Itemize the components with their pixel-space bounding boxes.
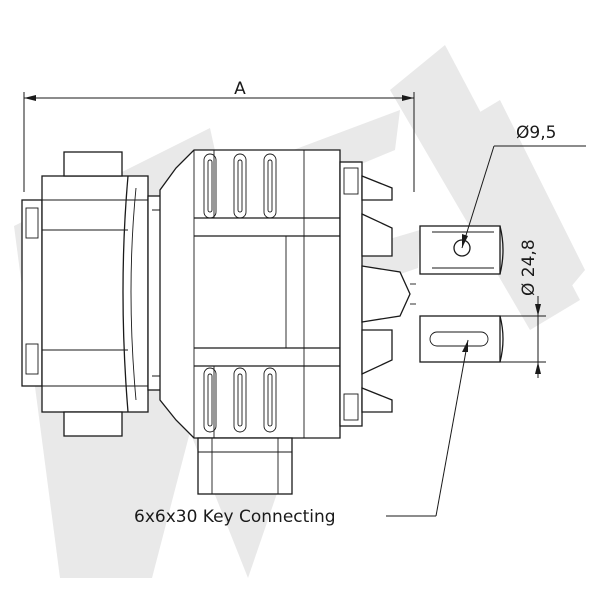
key-annotation-label: 6x6x30 Key Connecting (134, 507, 336, 527)
mounting-flange (21, 151, 149, 437)
hole-diameter-callout: Ø9,5 (461, 123, 586, 249)
shaft-with-hole (419, 225, 504, 275)
cooling-fins-bottom (203, 367, 277, 433)
keyway-slot (429, 331, 489, 347)
hole-diameter-label: Ø9,5 (516, 123, 556, 143)
pump-foot (197, 437, 293, 495)
cooling-fins-top (203, 153, 277, 219)
end-cover (339, 161, 416, 427)
key-callout: 6x6x30 Key Connecting (134, 339, 469, 527)
shaft-diameter-label: Ø 24,8 (519, 239, 539, 296)
shaft-diameter-dimension: Ø 24,8 (500, 239, 546, 378)
shaft-with-keyway (419, 315, 504, 363)
dimension-a-label: A (234, 79, 246, 99)
dimension-a: A (23, 79, 415, 192)
